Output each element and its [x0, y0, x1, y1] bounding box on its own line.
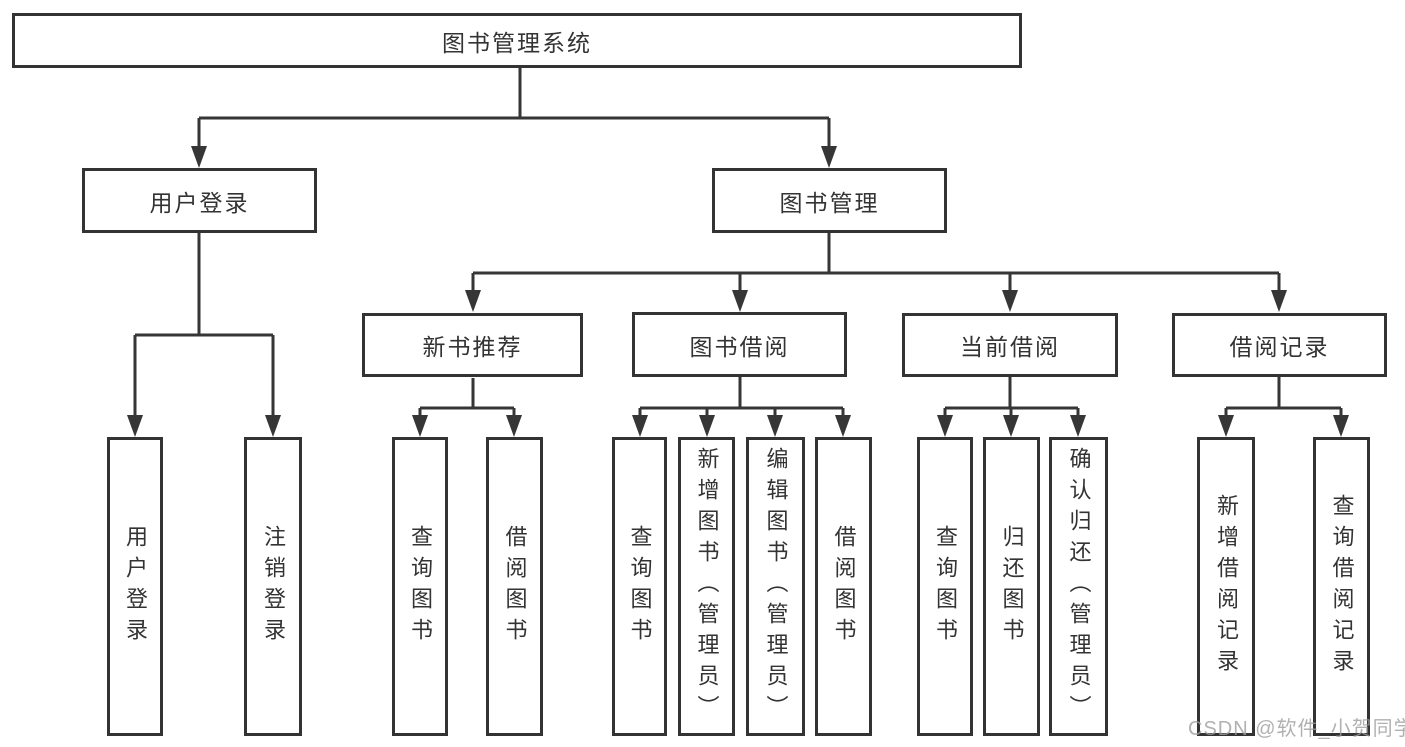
leaf-bb-edit-book-admin: 编辑图书（管理员） — [746, 437, 805, 736]
leaf-bb-add-book-admin-label: 新增图书（管理员） — [694, 447, 720, 726]
leaf-user-login-label: 用户登录 — [123, 524, 148, 649]
leaf-bb-edit-book-admin-label: 编辑图书（管理员） — [763, 447, 789, 726]
leaf-cb-query-books-label: 查询图书 — [933, 524, 958, 649]
leaf-logout: 注销登录 — [244, 437, 302, 736]
leaf-bb-borrow-books-label: 借阅图书 — [831, 524, 857, 649]
leaf-bb-add-book-admin: 新增图书（管理员） — [678, 437, 735, 736]
leaf-nb-borrow-books-label: 借阅图书 — [502, 524, 528, 649]
leaf-cb-confirm-return-admin: 确认归还（管理员） — [1049, 437, 1108, 736]
leaf-user-login: 用户登录 — [107, 437, 163, 736]
arrow-head-icons — [127, 146, 1349, 437]
leaf-nb-borrow-books: 借阅图书 — [486, 437, 543, 736]
node-book-borrow-label: 图书借阅 — [689, 333, 790, 360]
leaf-nb-query-books: 查询图书 — [392, 437, 448, 736]
node-book-borrow: 图书借阅 — [632, 312, 847, 377]
leaf-rec-add-record: 新增借阅记录 — [1197, 437, 1255, 736]
node-borrow-records: 借阅记录 — [1172, 313, 1387, 377]
node-new-book-recommend-label: 新书推荐 — [422, 334, 523, 360]
node-borrow-records-label: 借阅记录 — [1229, 334, 1330, 360]
node-user-login: 用户登录 — [82, 168, 317, 233]
node-root-label: 图书管理系统 — [442, 29, 592, 56]
leaf-cb-confirm-return-admin-label: 确认归还（管理员） — [1066, 447, 1092, 726]
leaf-nb-query-books-label: 查询图书 — [408, 524, 433, 649]
node-current-borrow-label: 当前借阅 — [960, 334, 1060, 360]
node-user-login-label: 用户登录 — [149, 189, 250, 216]
node-current-borrow: 当前借阅 — [902, 313, 1118, 377]
leaf-cb-query-books: 查询图书 — [917, 437, 973, 736]
node-new-book-recommend: 新书推荐 — [362, 313, 583, 377]
node-root: 图书管理系统 — [12, 13, 1022, 68]
leaf-bb-query-books-label: 查询图书 — [627, 524, 653, 649]
watermark-text: CSDN @软件_小贺同学 — [1188, 718, 1405, 740]
leaf-rec-add-record-label: 新增借阅记录 — [1214, 493, 1239, 680]
connector-paths — [133, 68, 1343, 419]
node-book-management: 图书管理 — [712, 168, 947, 233]
leaf-cb-return-books-label: 归还图书 — [999, 524, 1025, 649]
leaf-rec-query-record: 查询借阅记录 — [1313, 437, 1370, 736]
leaf-bb-borrow-books: 借阅图书 — [815, 437, 872, 736]
leaf-rec-query-record-label: 查询借阅记录 — [1329, 493, 1355, 680]
leaf-logout-label: 注销登录 — [261, 524, 286, 649]
leaf-cb-return-books: 归还图书 — [983, 437, 1040, 736]
leaf-bb-query-books: 查询图书 — [612, 437, 667, 736]
node-book-management-label: 图书管理 — [779, 189, 880, 216]
